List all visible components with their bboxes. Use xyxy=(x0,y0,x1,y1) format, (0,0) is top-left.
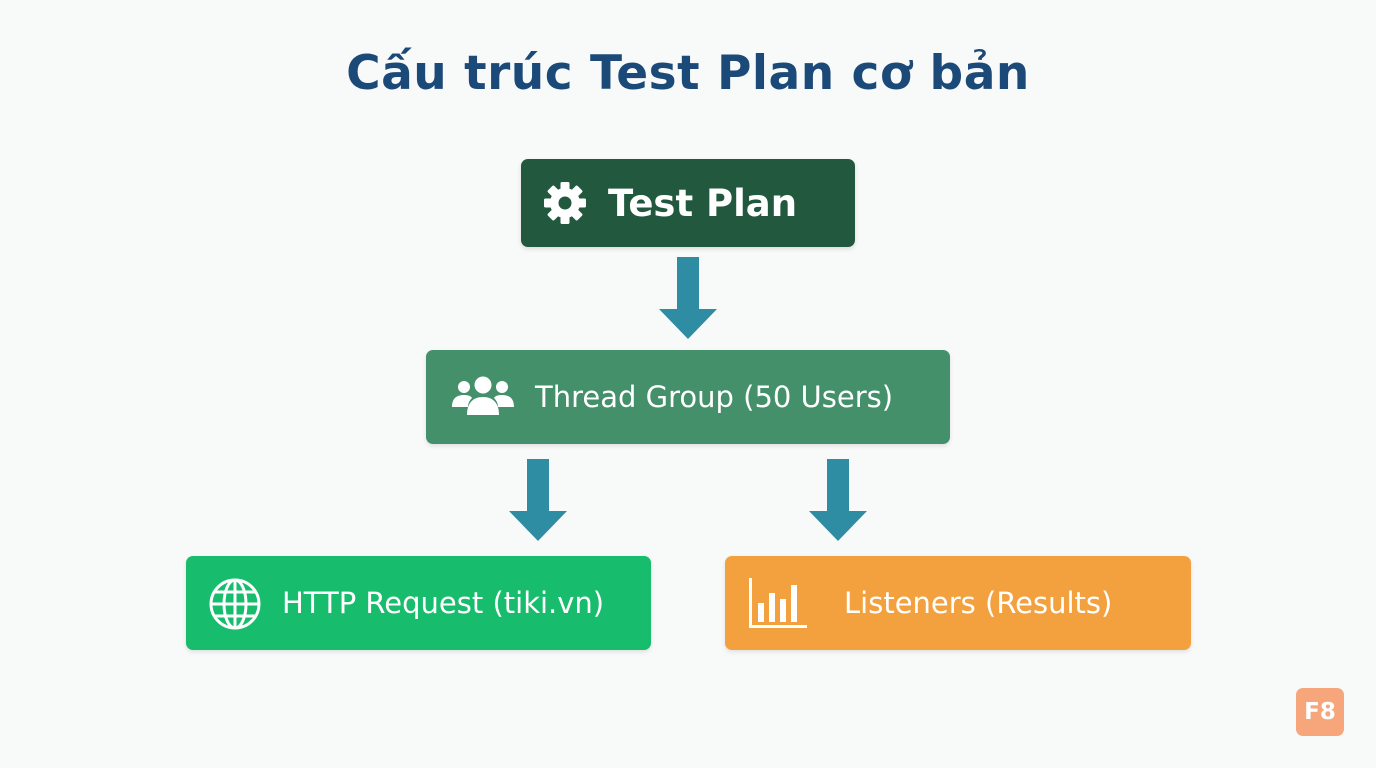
f8-logo: F8 xyxy=(1296,688,1344,736)
page-title: Cấu trúc Test Plan cơ bản xyxy=(346,46,1030,101)
thread-group-node[interactable]: Thread Group (50 Users) xyxy=(426,350,950,444)
users-icon xyxy=(452,376,514,415)
test-plan-label: Test Plan xyxy=(608,181,798,225)
gear-icon xyxy=(544,182,586,224)
bar-chart-icon xyxy=(749,578,807,628)
arrow-down-icon xyxy=(509,459,567,541)
http-request-label: HTTP Request (tiki.vn) xyxy=(282,586,605,620)
arrow-down-icon xyxy=(809,459,867,541)
listeners-label: Listeners (Results) xyxy=(844,586,1113,620)
thread-group-label: Thread Group (50 Users) xyxy=(535,380,894,414)
http-request-node[interactable]: HTTP Request (tiki.vn) xyxy=(186,556,651,650)
arrow-down-icon xyxy=(659,257,717,339)
listeners-node[interactable]: Listeners (Results) xyxy=(725,556,1191,650)
globe-icon xyxy=(209,578,261,630)
test-plan-node[interactable]: Test Plan xyxy=(521,159,855,247)
